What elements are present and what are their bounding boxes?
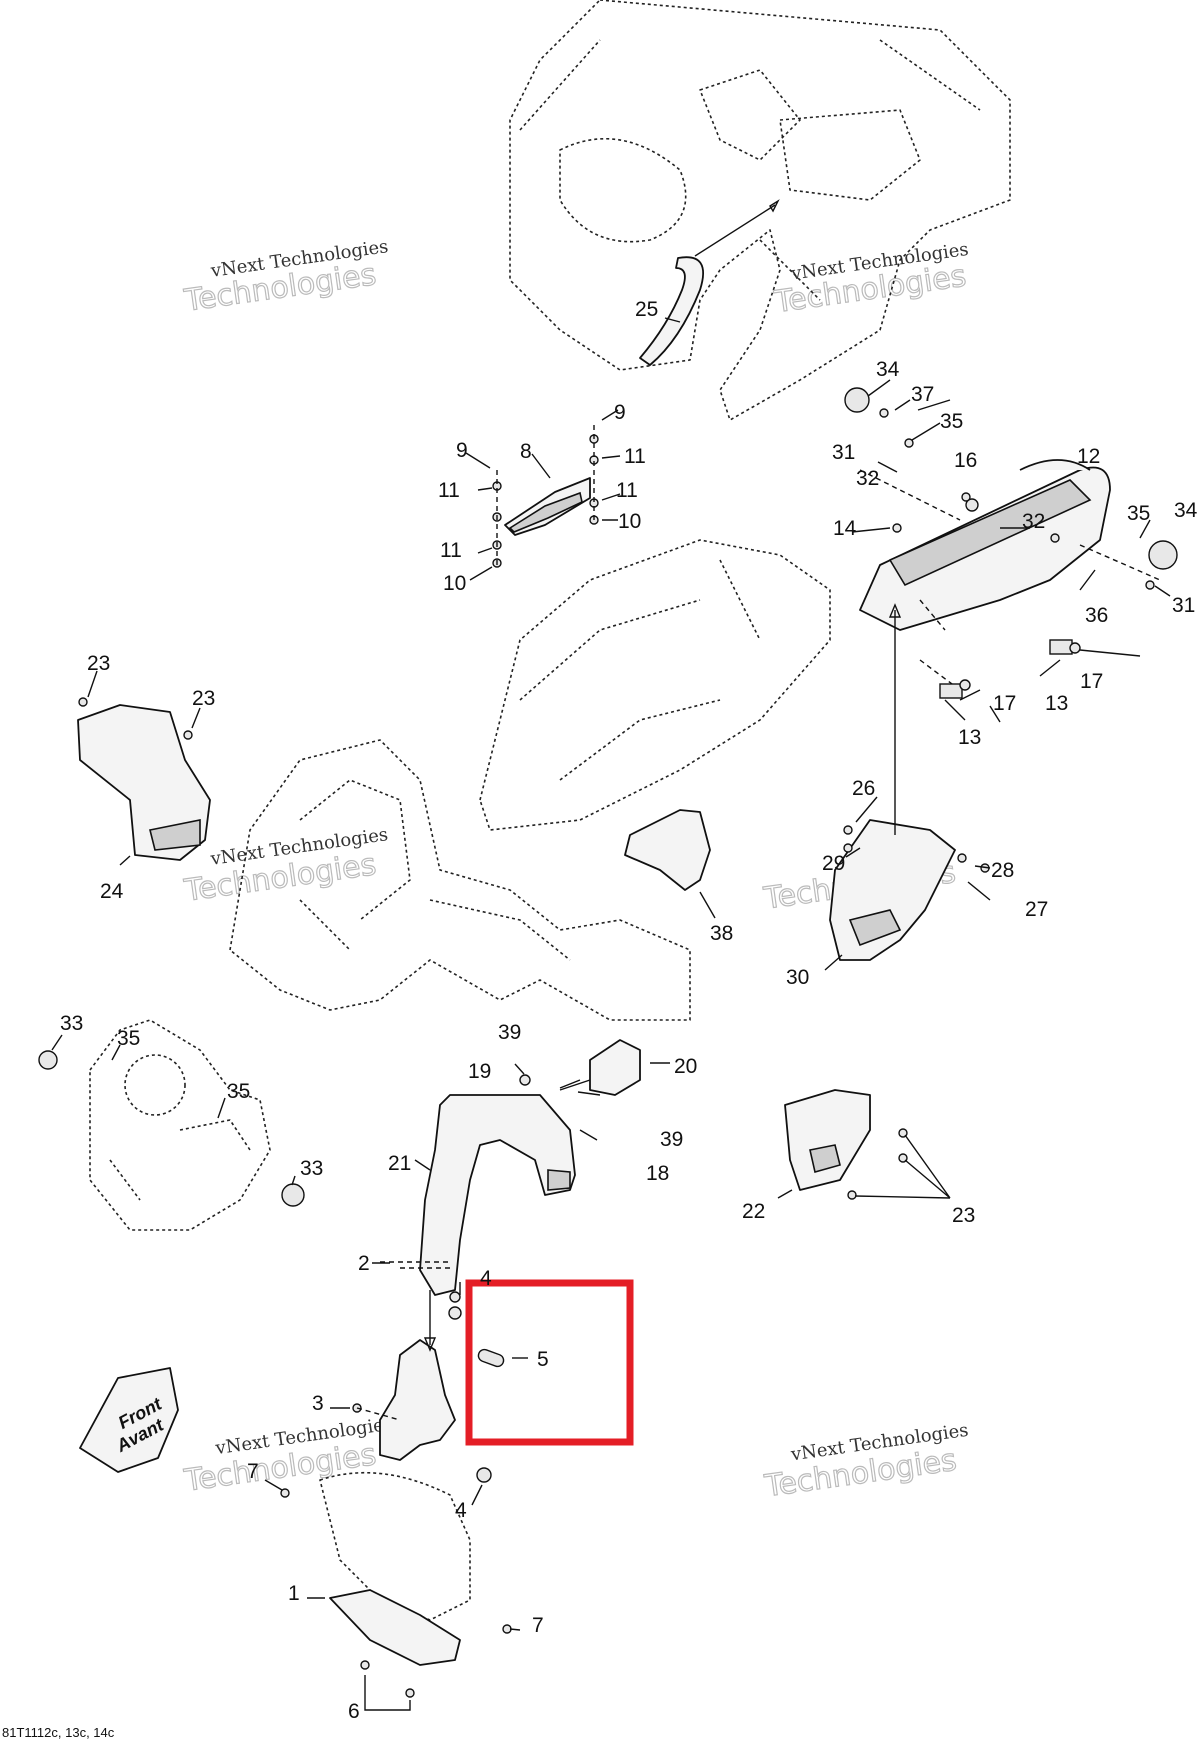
part-24-side-panel — [77, 670, 211, 866]
callout-35a: 35 — [940, 410, 963, 433]
callout-32b: 32 — [1022, 510, 1045, 533]
callout-6: 6 — [348, 1700, 360, 1723]
callout-22: 22 — [742, 1200, 765, 1223]
callout-18: 18 — [646, 1162, 669, 1185]
callout-30: 30 — [786, 966, 809, 989]
callout-35b: 35 — [1127, 502, 1150, 525]
callout-39a: 39 — [498, 1021, 521, 1044]
callout-19: 19 — [468, 1060, 491, 1083]
watermark-bottom-left: Technologies vNext Technologies — [181, 1413, 394, 1499]
callout-35c: 35 — [117, 1027, 140, 1050]
callout-23c: 23 — [952, 1204, 975, 1227]
callout-38: 38 — [710, 922, 733, 945]
callout-17b: 17 — [993, 692, 1016, 715]
callout-17a: 17 — [1080, 670, 1103, 693]
watermark-mid-left: Technologies vNext Technologies — [181, 824, 389, 909]
callout-11d: 11 — [440, 539, 462, 562]
callout-7b: 7 — [532, 1614, 544, 1637]
watermark-bottom-right: Technologies vNext Technologies — [761, 1420, 969, 1505]
callout-24: 24 — [100, 880, 124, 903]
callout-20: 20 — [674, 1055, 697, 1078]
callout-34b: 34 — [1174, 499, 1198, 522]
part-5-pin — [477, 1348, 528, 1368]
callout-10b: 10 — [618, 510, 641, 533]
callout-11c: 11 — [616, 479, 638, 502]
part-30-mud-guard — [824, 603, 991, 971]
callout-5: 5 — [537, 1348, 549, 1371]
callout-labels: 1 2 3 4 4 5 6 7 7 8 9 9 10 10 11 11 11 1… — [60, 298, 1198, 1723]
part-25-trim-strip — [639, 199, 780, 366]
callout-32a: 32 — [856, 467, 879, 490]
callout-10a: 10 — [443, 572, 466, 595]
callout-27: 27 — [1025, 898, 1048, 921]
callout-13a: 13 — [1045, 692, 1068, 715]
part-22-side-guard — [777, 1089, 951, 1200]
callout-31b: 31 — [1172, 594, 1195, 617]
front-body-panel — [229, 739, 691, 1021]
front-headlight-panel — [38, 1019, 305, 1231]
part-1-skid-plate — [264, 1471, 521, 1711]
callout-25: 25 — [635, 298, 658, 321]
callout-23b: 23 — [192, 687, 215, 710]
callout-31a: 31 — [832, 441, 855, 464]
callout-2: 2 — [358, 1252, 370, 1275]
front-direction-arrow: Front Avant — [79, 1367, 179, 1473]
callout-33a: 33 — [60, 1012, 83, 1035]
callout-29: 29 — [822, 852, 845, 875]
callout-4a: 4 — [480, 1267, 492, 1290]
callout-28: 28 — [991, 859, 1014, 882]
highlight-box — [465, 1279, 634, 1446]
callout-33b: 33 — [300, 1157, 323, 1180]
part-21-bumper-frame — [372, 1063, 598, 1320]
part-12-rear-rack — [844, 379, 1178, 723]
part-38-bracket — [624, 809, 716, 919]
part-20-bracket — [577, 1039, 670, 1096]
callout-11b: 11 — [624, 445, 646, 468]
watermark-top-left: Technologies vNext Technologies — [181, 236, 390, 319]
footer-code: 81T1112c, 13c, 14c — [2, 1725, 115, 1740]
callout-12: 12 — [1077, 445, 1100, 468]
callout-16: 16 — [954, 449, 977, 472]
front-fender-upper — [479, 539, 831, 831]
callout-26: 26 — [852, 777, 875, 800]
callout-14: 14 — [833, 517, 857, 540]
callout-35d: 35 — [227, 1080, 250, 1103]
callout-9a: 9 — [456, 439, 468, 462]
callout-23a: 23 — [87, 652, 110, 675]
rear-fender-outline — [509, 0, 1011, 421]
callout-3: 3 — [312, 1392, 324, 1415]
callout-4b: 4 — [455, 1499, 467, 1522]
callout-37: 37 — [911, 383, 934, 406]
callout-7a: 7 — [247, 1460, 259, 1483]
callout-9b: 9 — [614, 401, 626, 424]
callout-39b: 39 — [660, 1128, 683, 1151]
callout-8: 8 — [520, 440, 532, 463]
callout-11a: 11 — [438, 479, 460, 502]
callout-34a: 34 — [876, 358, 900, 381]
callout-21: 21 — [388, 1152, 411, 1175]
callout-36: 36 — [1085, 604, 1108, 627]
callout-13b: 13 — [958, 726, 981, 749]
part-8-bracket — [465, 409, 621, 581]
part-3-mount-bracket — [330, 1290, 492, 1506]
callout-1: 1 — [288, 1582, 300, 1605]
